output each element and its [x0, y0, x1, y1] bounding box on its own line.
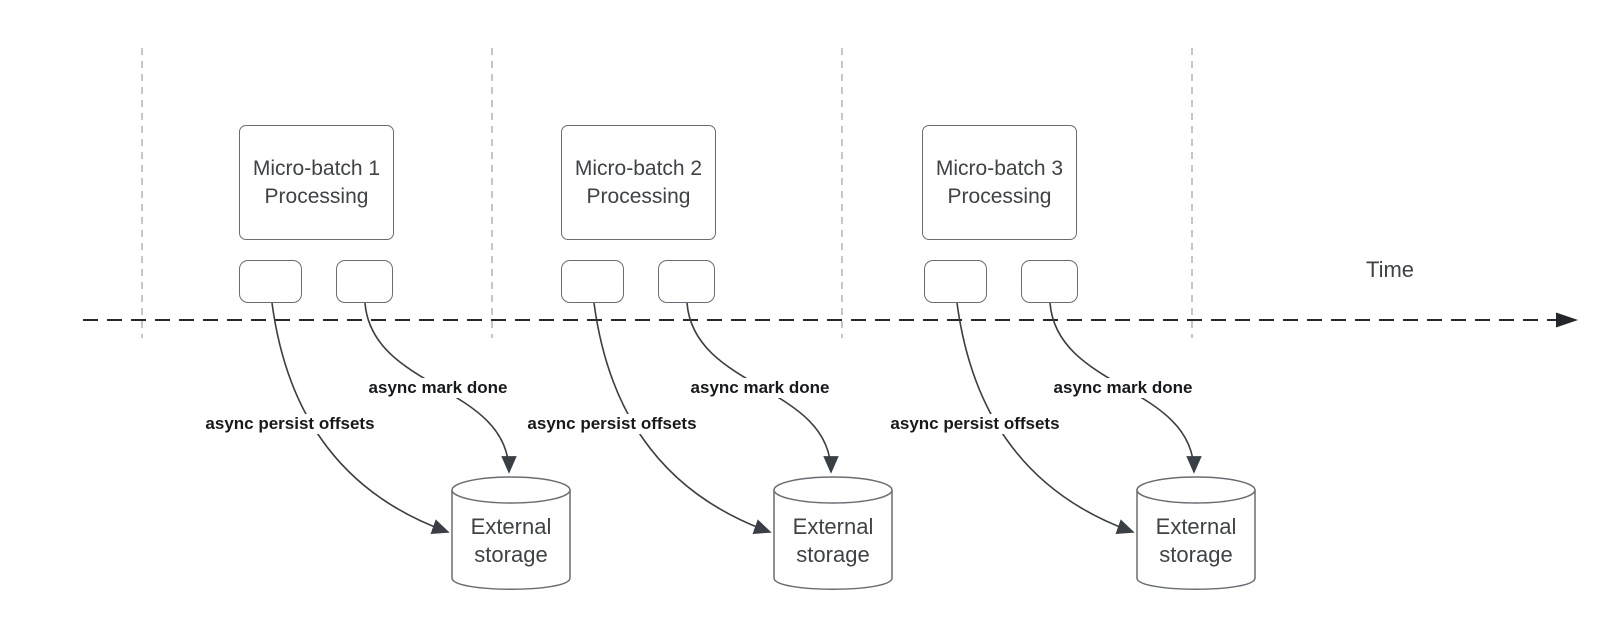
mark-done-label-3: async mark done	[1023, 378, 1223, 398]
external-storage-label-3: External storage	[1137, 513, 1255, 569]
external-storage-label-2-line1: External	[792, 514, 874, 539]
micro-batch-3-title-line1: Micro-batch 3	[935, 156, 1064, 180]
storage-cylinder-top	[1136, 476, 1256, 504]
time-axis-label: Time	[1365, 257, 1415, 282]
storage-cylinder-top	[451, 476, 571, 504]
external-storage-label-3-line2: storage	[1159, 542, 1233, 567]
micro-batch-2-title-line2: Processing	[586, 184, 691, 208]
persist-offsets-arrow	[593, 302, 772, 534]
external-storage-label-3-line1: External	[1155, 514, 1237, 539]
micro-batch-1-offset-task-box	[239, 260, 302, 303]
persist-offsets-label-1: async persist offsets	[190, 414, 390, 434]
micro-batch-3-box: Micro-batch 3 Processing	[922, 125, 1077, 240]
storage-cylinder-body	[451, 490, 571, 590]
mark-done-label-1: async mark done	[338, 378, 538, 398]
external-storage-label-2: External storage	[774, 513, 892, 569]
persist-offsets-arrow	[271, 302, 450, 534]
micro-batch-2-box: Micro-batch 2 Processing	[561, 125, 716, 240]
persist-offsets-arrow	[956, 302, 1135, 534]
external-storage-label-1: External storage	[452, 513, 570, 569]
persist-offsets-label-3: async persist offsets	[875, 414, 1075, 434]
micro-batch-1-done-task-box	[336, 260, 393, 303]
micro-batch-3-offset-task-box	[924, 260, 987, 303]
flow-group-3	[956, 302, 1256, 590]
mark-done-label-2: async mark done	[660, 378, 860, 398]
flow-group-2	[593, 302, 893, 590]
storage-cylinder-top	[773, 476, 893, 504]
external-storage-label-1-line1: External	[470, 514, 552, 539]
micro-batch-1-title-line2: Processing	[264, 184, 369, 208]
storage-cylinder-body	[1136, 490, 1256, 590]
micro-batch-2-offset-task-box	[561, 260, 624, 303]
micro-batch-2-title-line1: Micro-batch 2	[574, 156, 703, 180]
external-storage-label-1-line2: storage	[474, 542, 548, 567]
storage-cylinder-body	[773, 490, 893, 590]
micro-batch-3-title-line2: Processing	[947, 184, 1052, 208]
external-storage-label-2-line2: storage	[796, 542, 870, 567]
micro-batch-1-title-line1: Micro-batch 1	[252, 156, 381, 180]
persist-offsets-label-2: async persist offsets	[512, 414, 712, 434]
time-axis-arrowhead-icon	[1556, 312, 1578, 328]
micro-batch-3-done-task-box	[1021, 260, 1078, 303]
micro-batch-1-box: Micro-batch 1 Processing	[239, 125, 394, 240]
micro-batch-2-done-task-box	[658, 260, 715, 303]
